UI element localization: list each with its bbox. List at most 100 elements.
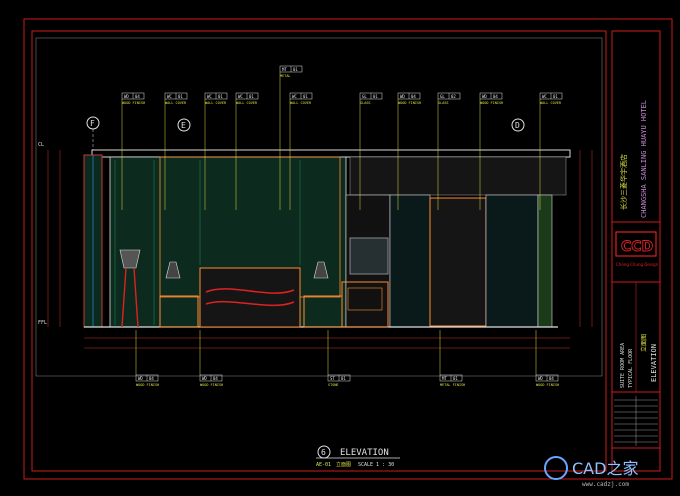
- watermark-logo-text: CAD之家: [572, 459, 638, 478]
- ccd-logo-box: [615, 231, 657, 257]
- svg-text:D: D: [515, 121, 520, 130]
- caption-scale: SCALE 1 : 30: [358, 462, 394, 468]
- svg-text:WD: WD: [124, 94, 129, 99]
- svg-text:WALL COVER: WALL COVER: [205, 101, 227, 105]
- svg-text:WALL COVER: WALL COVER: [236, 101, 258, 105]
- svg-text:01: 01: [249, 94, 254, 99]
- sheet-label-cn: 立面图: [640, 334, 648, 352]
- svg-text:STONE: STONE: [328, 383, 339, 387]
- svg-text:GL: GL: [440, 94, 445, 99]
- svg-text:01: 01: [303, 94, 308, 99]
- svg-text:GLASS: GLASS: [360, 101, 371, 105]
- svg-text:WD: WD: [482, 94, 487, 99]
- svg-text:WC: WC: [238, 94, 243, 99]
- bar-stool: [119, 249, 141, 328]
- cadzj-watermark: CAD之家 www.cadzj.com: [544, 456, 638, 488]
- dimension-lines: [47, 150, 593, 349]
- project-title-en: CHANGSHA SANLING HUAYU HOTEL: [640, 100, 648, 218]
- svg-text:01: 01: [553, 94, 558, 99]
- ccd-logo: CCD: [621, 239, 653, 255]
- svg-text:WALL COVER: WALL COVER: [290, 101, 312, 105]
- svg-text:01: 01: [453, 376, 458, 381]
- svg-text:WC: WC: [167, 94, 172, 99]
- svg-text:WC: WC: [292, 94, 297, 99]
- bedside-table-left: [159, 261, 199, 328]
- svg-text:01: 01: [373, 94, 378, 99]
- svg-text:01: 01: [341, 376, 346, 381]
- tv-cabinet: [341, 281, 389, 328]
- svg-text:04: 04: [411, 94, 416, 99]
- svg-text:04: 04: [549, 376, 554, 381]
- svg-text:WD: WD: [202, 376, 207, 381]
- svg-text:WALL COVER: WALL COVER: [165, 101, 187, 105]
- svg-text:04: 04: [149, 376, 154, 381]
- level-label-ffl: FFL: [38, 320, 47, 326]
- grid-bubble-f: F: [86, 116, 100, 150]
- svg-text:WOOD FINISH: WOOD FINISH: [200, 383, 223, 387]
- svg-text:04: 04: [135, 94, 140, 99]
- svg-text:WOOD FINISH: WOOD FINISH: [480, 101, 503, 105]
- area-label-en-2: TYPICAL FLOOR: [628, 348, 634, 388]
- area-label-en: SUITE ROOM AREA: [620, 343, 626, 388]
- sheet-border-outer: [23, 18, 673, 480]
- caption-title: ELEVATION: [340, 448, 389, 458]
- caption-number: 6: [321, 448, 326, 457]
- svg-text:04: 04: [493, 94, 498, 99]
- headboard: [199, 267, 301, 328]
- revision-table: [614, 396, 658, 446]
- svg-text:WC: WC: [207, 94, 212, 99]
- project-title-cn: 长沙三菱华宇酒店: [619, 154, 628, 210]
- svg-text:MT: MT: [282, 67, 287, 72]
- svg-text:02: 02: [451, 94, 456, 99]
- svg-text:01: 01: [178, 94, 183, 99]
- svg-text:01: 01: [293, 67, 298, 72]
- firm-name: Cheng Chung Design: [616, 262, 659, 267]
- grid-bubble-e: E: [177, 118, 191, 132]
- svg-text:F: F: [90, 119, 95, 128]
- svg-text:04: 04: [213, 376, 218, 381]
- drawing-caption: 6 ELEVATION AE-01 立面图 SCALE 1 : 30: [316, 445, 400, 468]
- svg-text:WALL COVER: WALL COVER: [540, 101, 562, 105]
- svg-text:01: 01: [218, 94, 223, 99]
- svg-text:METAL FINISH: METAL FINISH: [440, 383, 465, 387]
- title-block: CHANGSHA SANLING HUAYU HOTEL 长沙三菱华宇酒店 CC…: [611, 30, 661, 472]
- level-label-cl: CL: [38, 142, 44, 148]
- svg-text:WOOD FINISH: WOOD FINISH: [398, 101, 421, 105]
- caption-ref: AE-01: [316, 462, 331, 468]
- svg-text:ST: ST: [330, 376, 335, 381]
- svg-text:GL: GL: [362, 94, 367, 99]
- drawing-frame: [35, 37, 603, 377]
- svg-text:WD: WD: [400, 94, 405, 99]
- svg-text:WOOD FINISH: WOOD FINISH: [122, 101, 145, 105]
- svg-text:METAL: METAL: [280, 74, 291, 78]
- watermark-url: www.cadzj.com: [582, 481, 629, 488]
- svg-text:WOOD FINISH: WOOD FINISH: [536, 383, 559, 387]
- caption-scale-cn: 立面图: [336, 461, 351, 468]
- svg-text:MT: MT: [442, 376, 447, 381]
- grid-bubble-d: D: [511, 118, 525, 132]
- svg-text:E: E: [181, 121, 186, 130]
- svg-text:WC: WC: [542, 94, 547, 99]
- svg-text:WOOD FINISH: WOOD FINISH: [136, 383, 159, 387]
- sheet-border-inner: [31, 30, 607, 472]
- svg-text:GLASS: GLASS: [438, 101, 449, 105]
- sheet-label-en: ELEVATION: [650, 344, 658, 382]
- svg-text:WD: WD: [138, 376, 143, 381]
